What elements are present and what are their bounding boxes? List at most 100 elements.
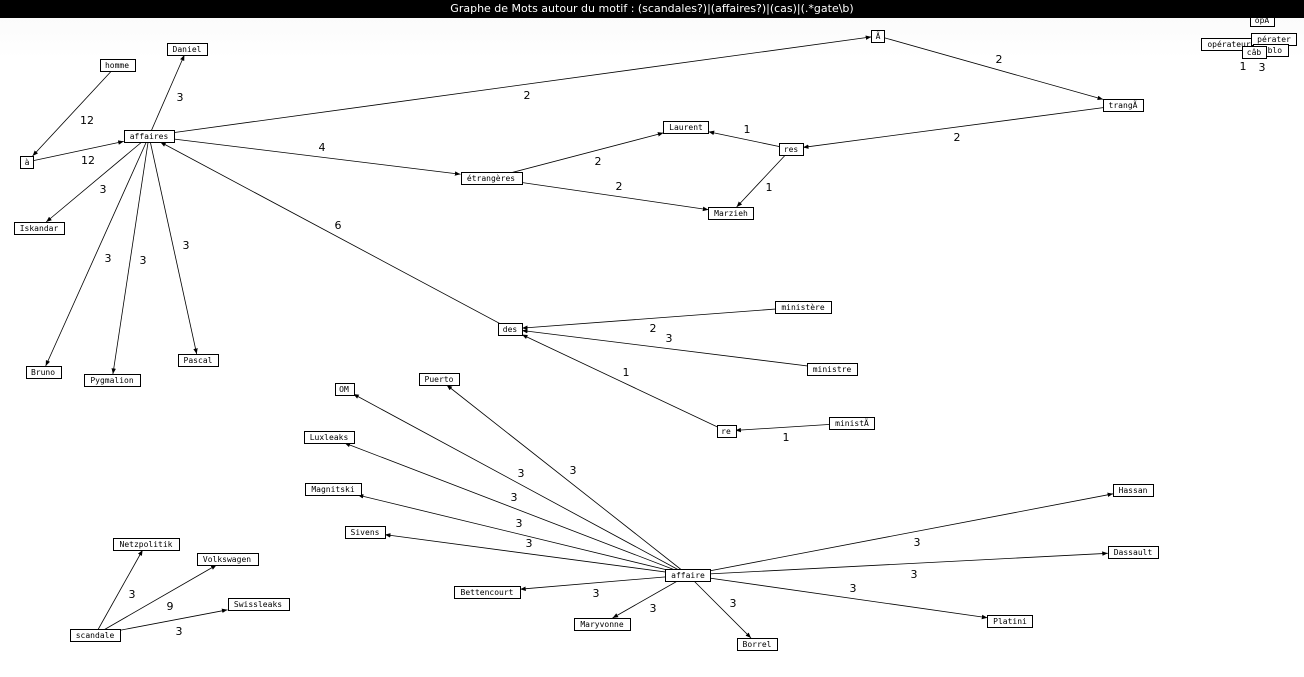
node-Iskandar[interactable]: Iskandar [14, 222, 65, 235]
node-box[interactable] [1250, 18, 1275, 27]
node-ministre[interactable]: ministre [807, 363, 858, 376]
edge-label: 6 [335, 219, 342, 232]
node-label: Magnitski [311, 485, 355, 494]
node-box[interactable] [574, 618, 631, 631]
node-box[interactable] [335, 383, 355, 396]
node-Volkswagen[interactable]: Volkswagen [197, 553, 259, 566]
node-Platini[interactable]: Platini [987, 615, 1033, 628]
node-Daniel[interactable]: Daniel [167, 43, 208, 56]
edge-affaire-OM [353, 393, 689, 576]
node-box[interactable] [178, 354, 219, 367]
node-label: Puerto [425, 375, 454, 384]
node-Netzpolitik[interactable]: Netzpolitik [113, 538, 180, 551]
edge-homme-a_small [32, 64, 118, 157]
edge-res-Laurent [708, 130, 792, 150]
node-box[interactable] [775, 301, 832, 314]
node-box[interactable] [70, 629, 121, 642]
node-Luxleaks[interactable]: Luxleaks [304, 431, 355, 444]
edge-scandale-Netzpolitik [94, 549, 143, 636]
node-box[interactable] [305, 483, 362, 496]
node-box[interactable] [807, 363, 858, 376]
node-box[interactable] [871, 30, 885, 43]
node-Borrel[interactable]: Borrel [737, 638, 778, 651]
node-Hassan[interactable]: Hassan [1113, 484, 1154, 497]
node-etrangeres[interactable]: étrangères [461, 172, 523, 185]
node-label: Borrel [743, 640, 772, 649]
node-box[interactable] [167, 43, 208, 56]
node-box[interactable] [454, 586, 521, 599]
node-Puerto[interactable]: Puerto [419, 373, 460, 386]
node-box[interactable] [1103, 99, 1144, 112]
node-box[interactable] [708, 207, 754, 220]
node-A_top[interactable]: Ã [871, 30, 885, 43]
node-Pascal[interactable]: Pascal [178, 354, 219, 367]
edge-affaires-etrangeres [148, 135, 461, 176]
node-box[interactable] [419, 373, 460, 386]
node-box[interactable] [14, 222, 65, 235]
node-box[interactable] [1113, 484, 1154, 497]
node-affaires[interactable]: affaires [124, 130, 175, 143]
node-Maryvonne[interactable]: Maryvonne [574, 618, 631, 631]
node-box[interactable] [665, 569, 711, 582]
node-box[interactable] [26, 366, 62, 379]
node-scandale[interactable]: scandale [70, 629, 121, 642]
node-box[interactable] [829, 417, 875, 430]
node-Dassault[interactable]: Dassault [1108, 546, 1159, 559]
node-box[interactable] [1242, 46, 1267, 59]
node-box[interactable] [461, 172, 523, 185]
node-Swissleaks[interactable]: Swissleaks [228, 598, 290, 611]
node-Magnitski[interactable]: Magnitski [305, 483, 362, 496]
node-opA[interactable]: opÃ [1250, 18, 1275, 27]
edge-res-Marzieh [736, 148, 792, 208]
edge-label: 3 [526, 537, 533, 550]
node-re[interactable]: re [717, 425, 737, 438]
edge-label: 1 [744, 123, 751, 136]
node-box[interactable] [304, 431, 355, 444]
node-box[interactable] [345, 526, 386, 539]
node-a_small[interactable]: à [20, 156, 34, 169]
node-box[interactable] [717, 425, 737, 438]
node-trangA[interactable]: trangÃ [1103, 99, 1144, 112]
node-operater[interactable]: pérater [1251, 33, 1297, 46]
node-box[interactable] [1108, 546, 1159, 559]
node-box[interactable] [498, 323, 523, 336]
node-Laurent[interactable]: Laurent [663, 121, 709, 134]
node-des[interactable]: des [498, 323, 523, 336]
edge-affaire-Dassault [687, 551, 1108, 576]
node-Pygmalion[interactable]: Pygmalion [84, 374, 141, 387]
node-box[interactable] [124, 130, 175, 143]
edge-etrangeres-Laurent [490, 132, 664, 179]
edge-trangA-res [802, 104, 1124, 149]
node-box[interactable] [20, 156, 34, 169]
node-Bruno[interactable]: Bruno [26, 366, 62, 379]
node-cab[interactable]: câb [1242, 46, 1267, 59]
node-Bettencourt[interactable]: Bettencourt [454, 586, 521, 599]
node-box[interactable] [228, 598, 290, 611]
node-Marzieh[interactable]: Marzieh [708, 207, 754, 220]
node-box[interactable] [779, 143, 804, 156]
node-box[interactable] [663, 121, 709, 134]
node-label: ministÃ [835, 418, 869, 428]
node-box[interactable] [84, 374, 141, 387]
node-box[interactable] [100, 59, 136, 72]
node-box[interactable] [113, 538, 180, 551]
node-res[interactable]: res [779, 143, 804, 156]
node-ministere[interactable]: ministère [775, 301, 832, 314]
edge-label: 3 [570, 464, 577, 477]
edge-label: 1 [766, 181, 773, 194]
node-OM[interactable]: OM [335, 383, 355, 396]
node-box[interactable] [987, 615, 1033, 628]
edge-label: 1 [623, 366, 630, 379]
edge-des-affaires [160, 141, 511, 330]
node-ministA[interactable]: ministÃ [829, 417, 875, 430]
node-Sivens[interactable]: Sivens [345, 526, 386, 539]
node-box[interactable] [737, 638, 778, 651]
node-affaire[interactable]: affaire [665, 569, 711, 582]
node-label: Luxleaks [310, 433, 349, 442]
edge-affaire-Sivens [384, 533, 689, 576]
node-homme[interactable]: homme [100, 59, 136, 72]
edge-label: 12 [81, 154, 95, 167]
node-box[interactable] [197, 553, 259, 566]
